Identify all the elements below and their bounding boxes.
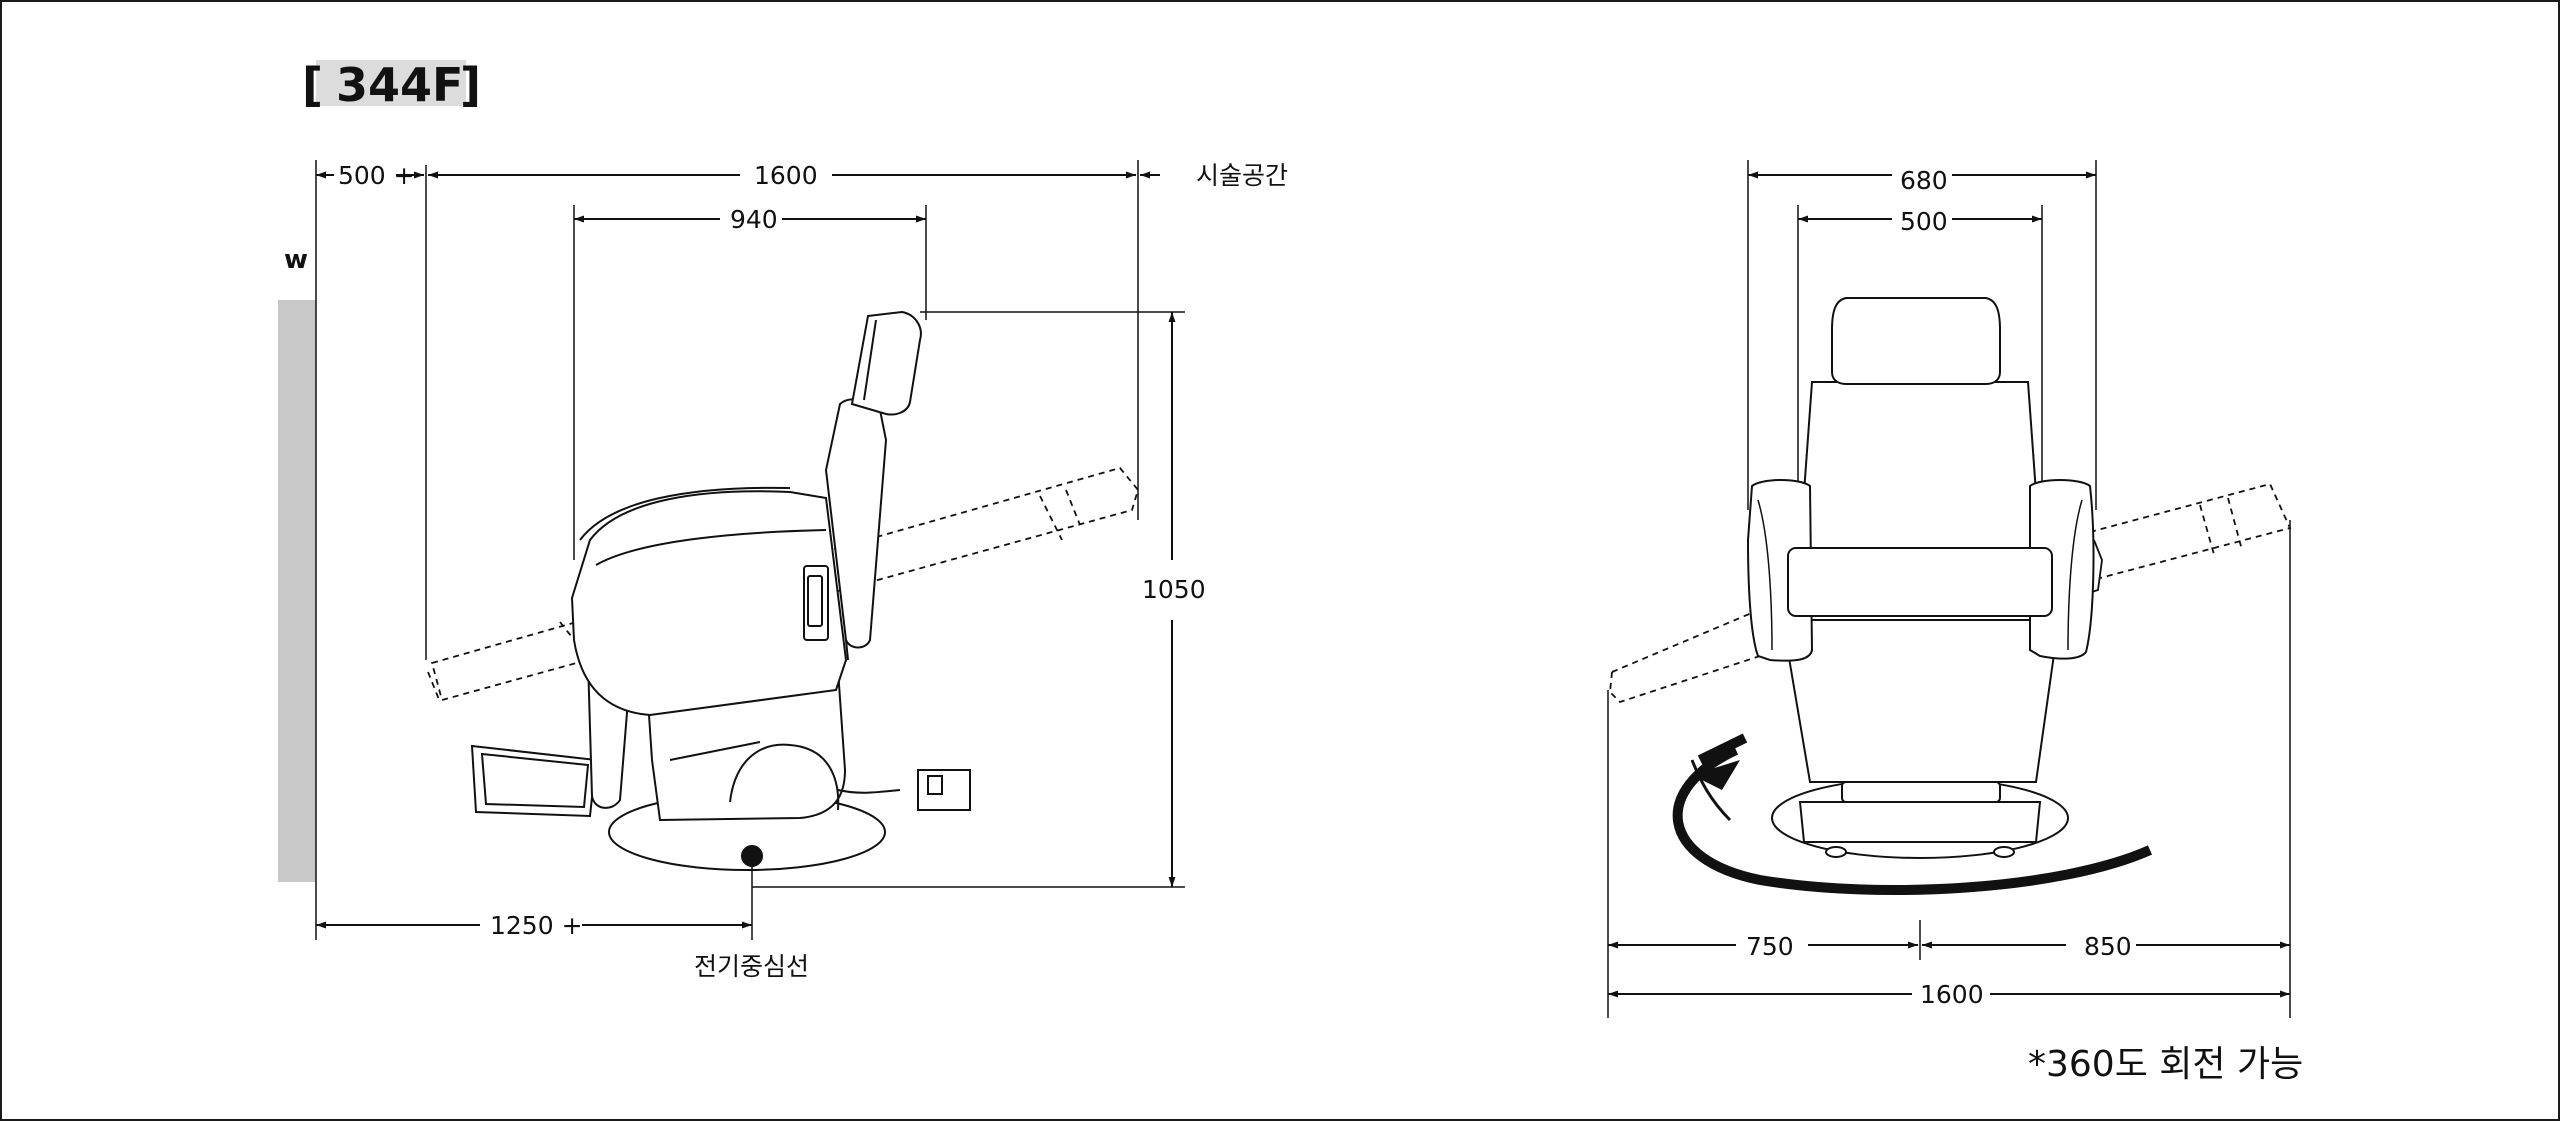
seat-body [570, 490, 848, 717]
caster-left [1825, 846, 1847, 858]
rotation-arc [1672, 745, 2153, 895]
front-view [1607, 160, 2292, 1018]
rotation-arrowhead [1692, 760, 1740, 790]
pedestal-cover [729, 743, 840, 811]
backrest-stem [845, 639, 849, 661]
armrest-control [2091, 539, 2103, 593]
front-seat-cushion [1787, 547, 2053, 617]
dim-chair-length: 940 [730, 205, 778, 234]
rotation-arrow-tail [1697, 733, 1748, 765]
rotation-arc-shadow [1690, 759, 1732, 822]
caster-right [1993, 846, 2015, 858]
dim-total: 1600 [1920, 980, 1984, 1009]
side-view [278, 160, 1185, 940]
wall-label: w [284, 245, 308, 275]
front-backrest [1798, 381, 2042, 549]
armrest-right-seam [2067, 499, 2083, 651]
rotation-note: *360도 회전 가능 [2028, 1044, 2303, 1085]
title-model: 344F [336, 58, 463, 112]
front-headrest [1831, 297, 2001, 385]
armrest-left-seam [1757, 499, 1773, 651]
dim-height: 1050 [1142, 575, 1206, 604]
front-reclined-outline [1609, 482, 2292, 704]
side-control-inner [807, 575, 823, 627]
dim-wall-to-center: 1250 + [490, 911, 583, 940]
title-highlight [316, 60, 466, 106]
model-title: [ 344F ] [302, 58, 481, 112]
title-open-bracket: [ [302, 58, 323, 112]
cable [837, 789, 901, 794]
foot-controller [917, 769, 971, 811]
dim-clearance: 500 + [338, 161, 415, 190]
dim-overall-length: 1600 [754, 161, 818, 190]
front-base-plate [1798, 801, 2042, 843]
label-treatment-space: 시술공간 [1196, 161, 1288, 190]
headrest [850, 310, 922, 416]
dim-right: 850 [2084, 932, 2132, 961]
seat-top-edge [579, 486, 791, 541]
front-pedestal [1841, 781, 2001, 803]
foot-controller-switch [927, 775, 943, 795]
power-center-dot [741, 845, 763, 867]
front-leg-rest [1784, 619, 2058, 783]
label-power-center: 전기중심선 [694, 952, 809, 981]
dim-seat-width: 500 [1900, 207, 1948, 236]
dim-left: 750 [1746, 932, 1794, 961]
pedestal-seam [669, 741, 761, 761]
dim-armrest-width: 680 [1900, 166, 1948, 195]
armrest-edge [595, 529, 827, 566]
headrest-seam [863, 319, 877, 401]
wall [278, 300, 316, 882]
title-close-bracket: ] [460, 58, 481, 112]
foot-pedal-inner [480, 752, 590, 809]
